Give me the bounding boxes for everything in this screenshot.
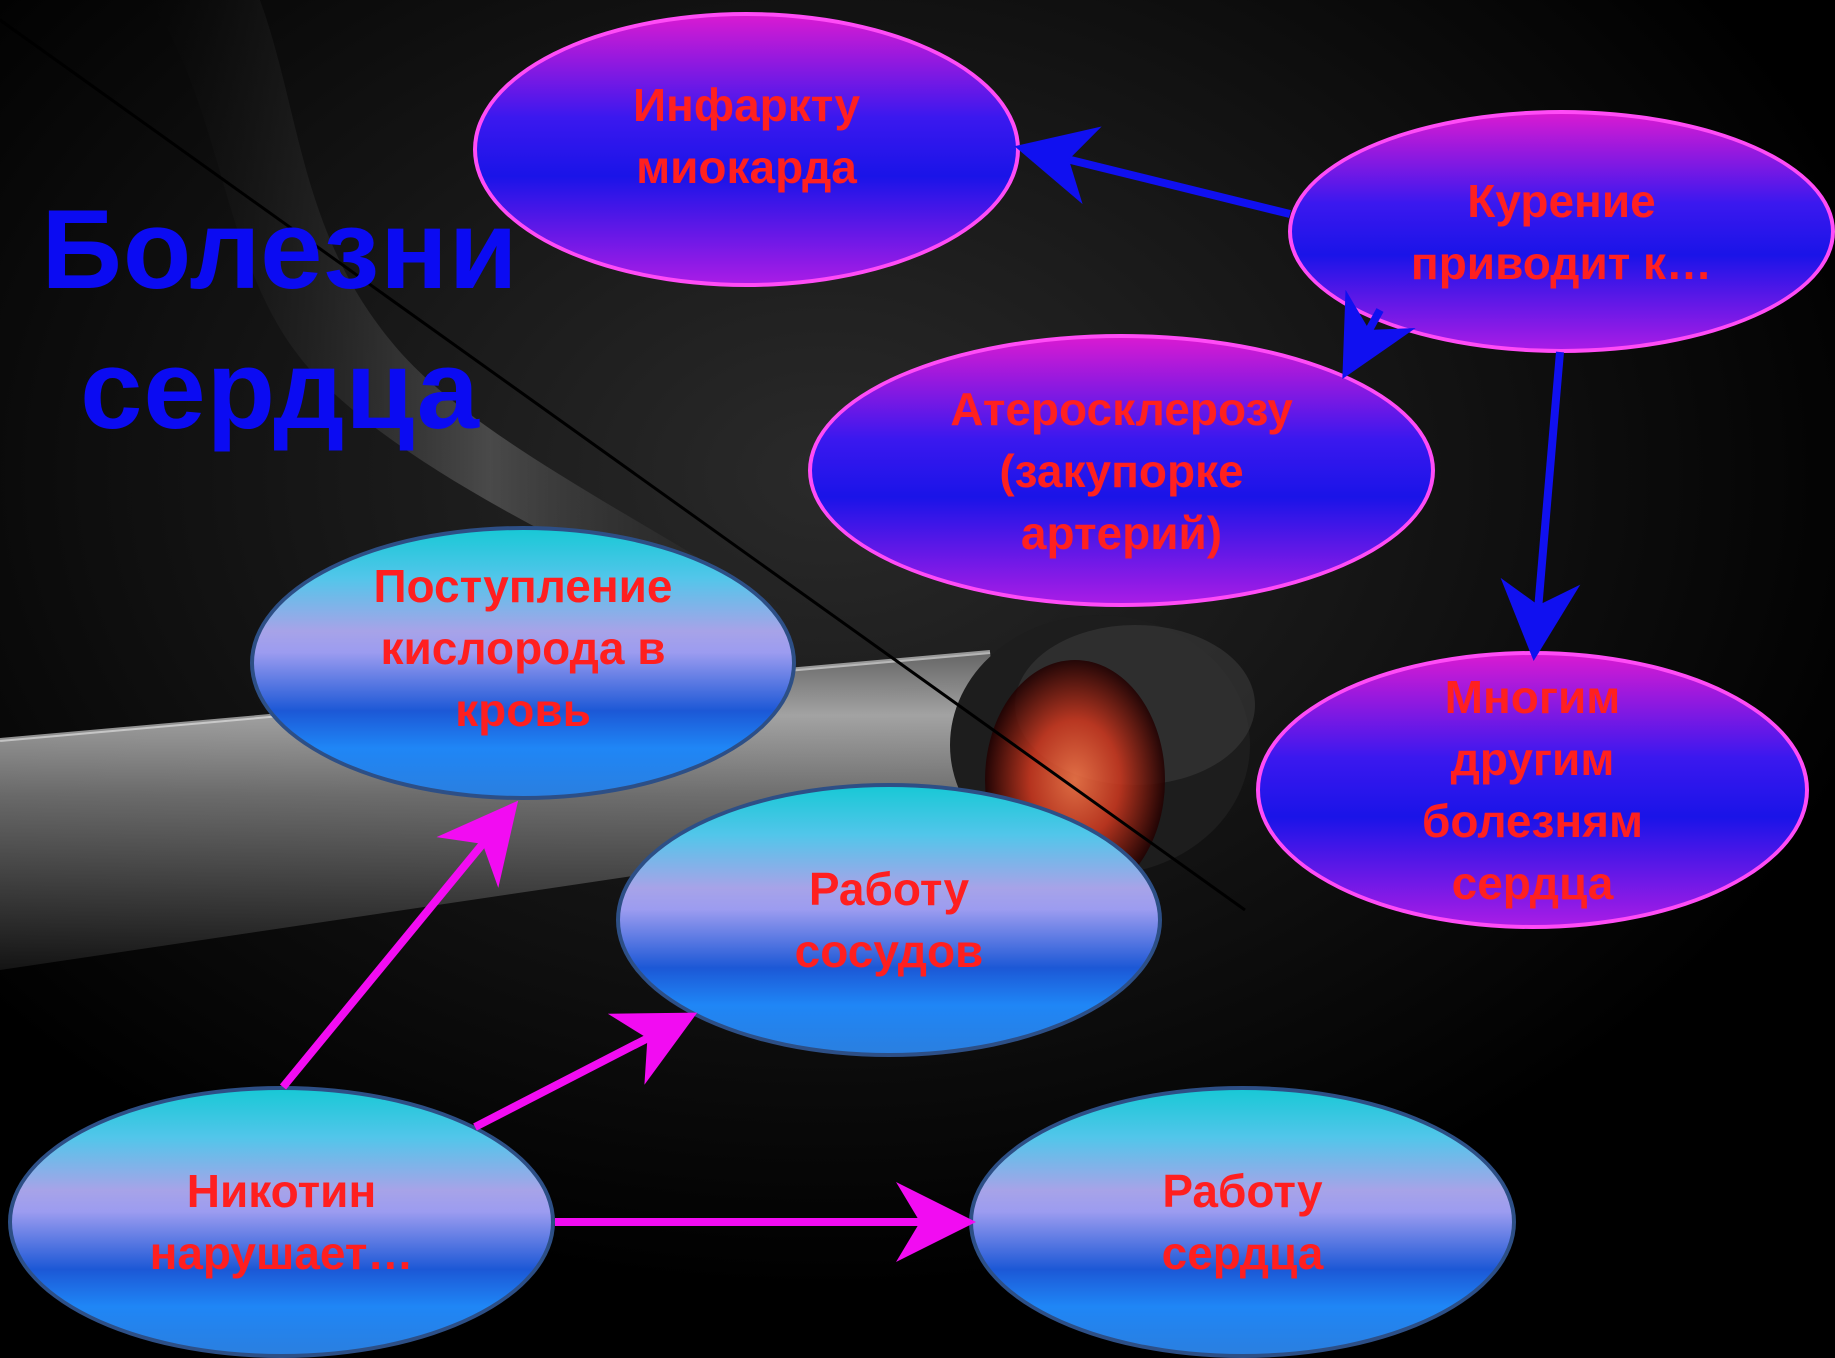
arrow-nicotine-to-oxygen-supply [283,813,508,1087]
arrow-smoking-to-other-diseases [1535,352,1560,645]
arrow-nicotine-to-vessels [475,1020,683,1127]
arrow-smoking-to-atherosclerosis [1350,310,1380,365]
arrow-smoking-to-infarction [1030,150,1290,214]
